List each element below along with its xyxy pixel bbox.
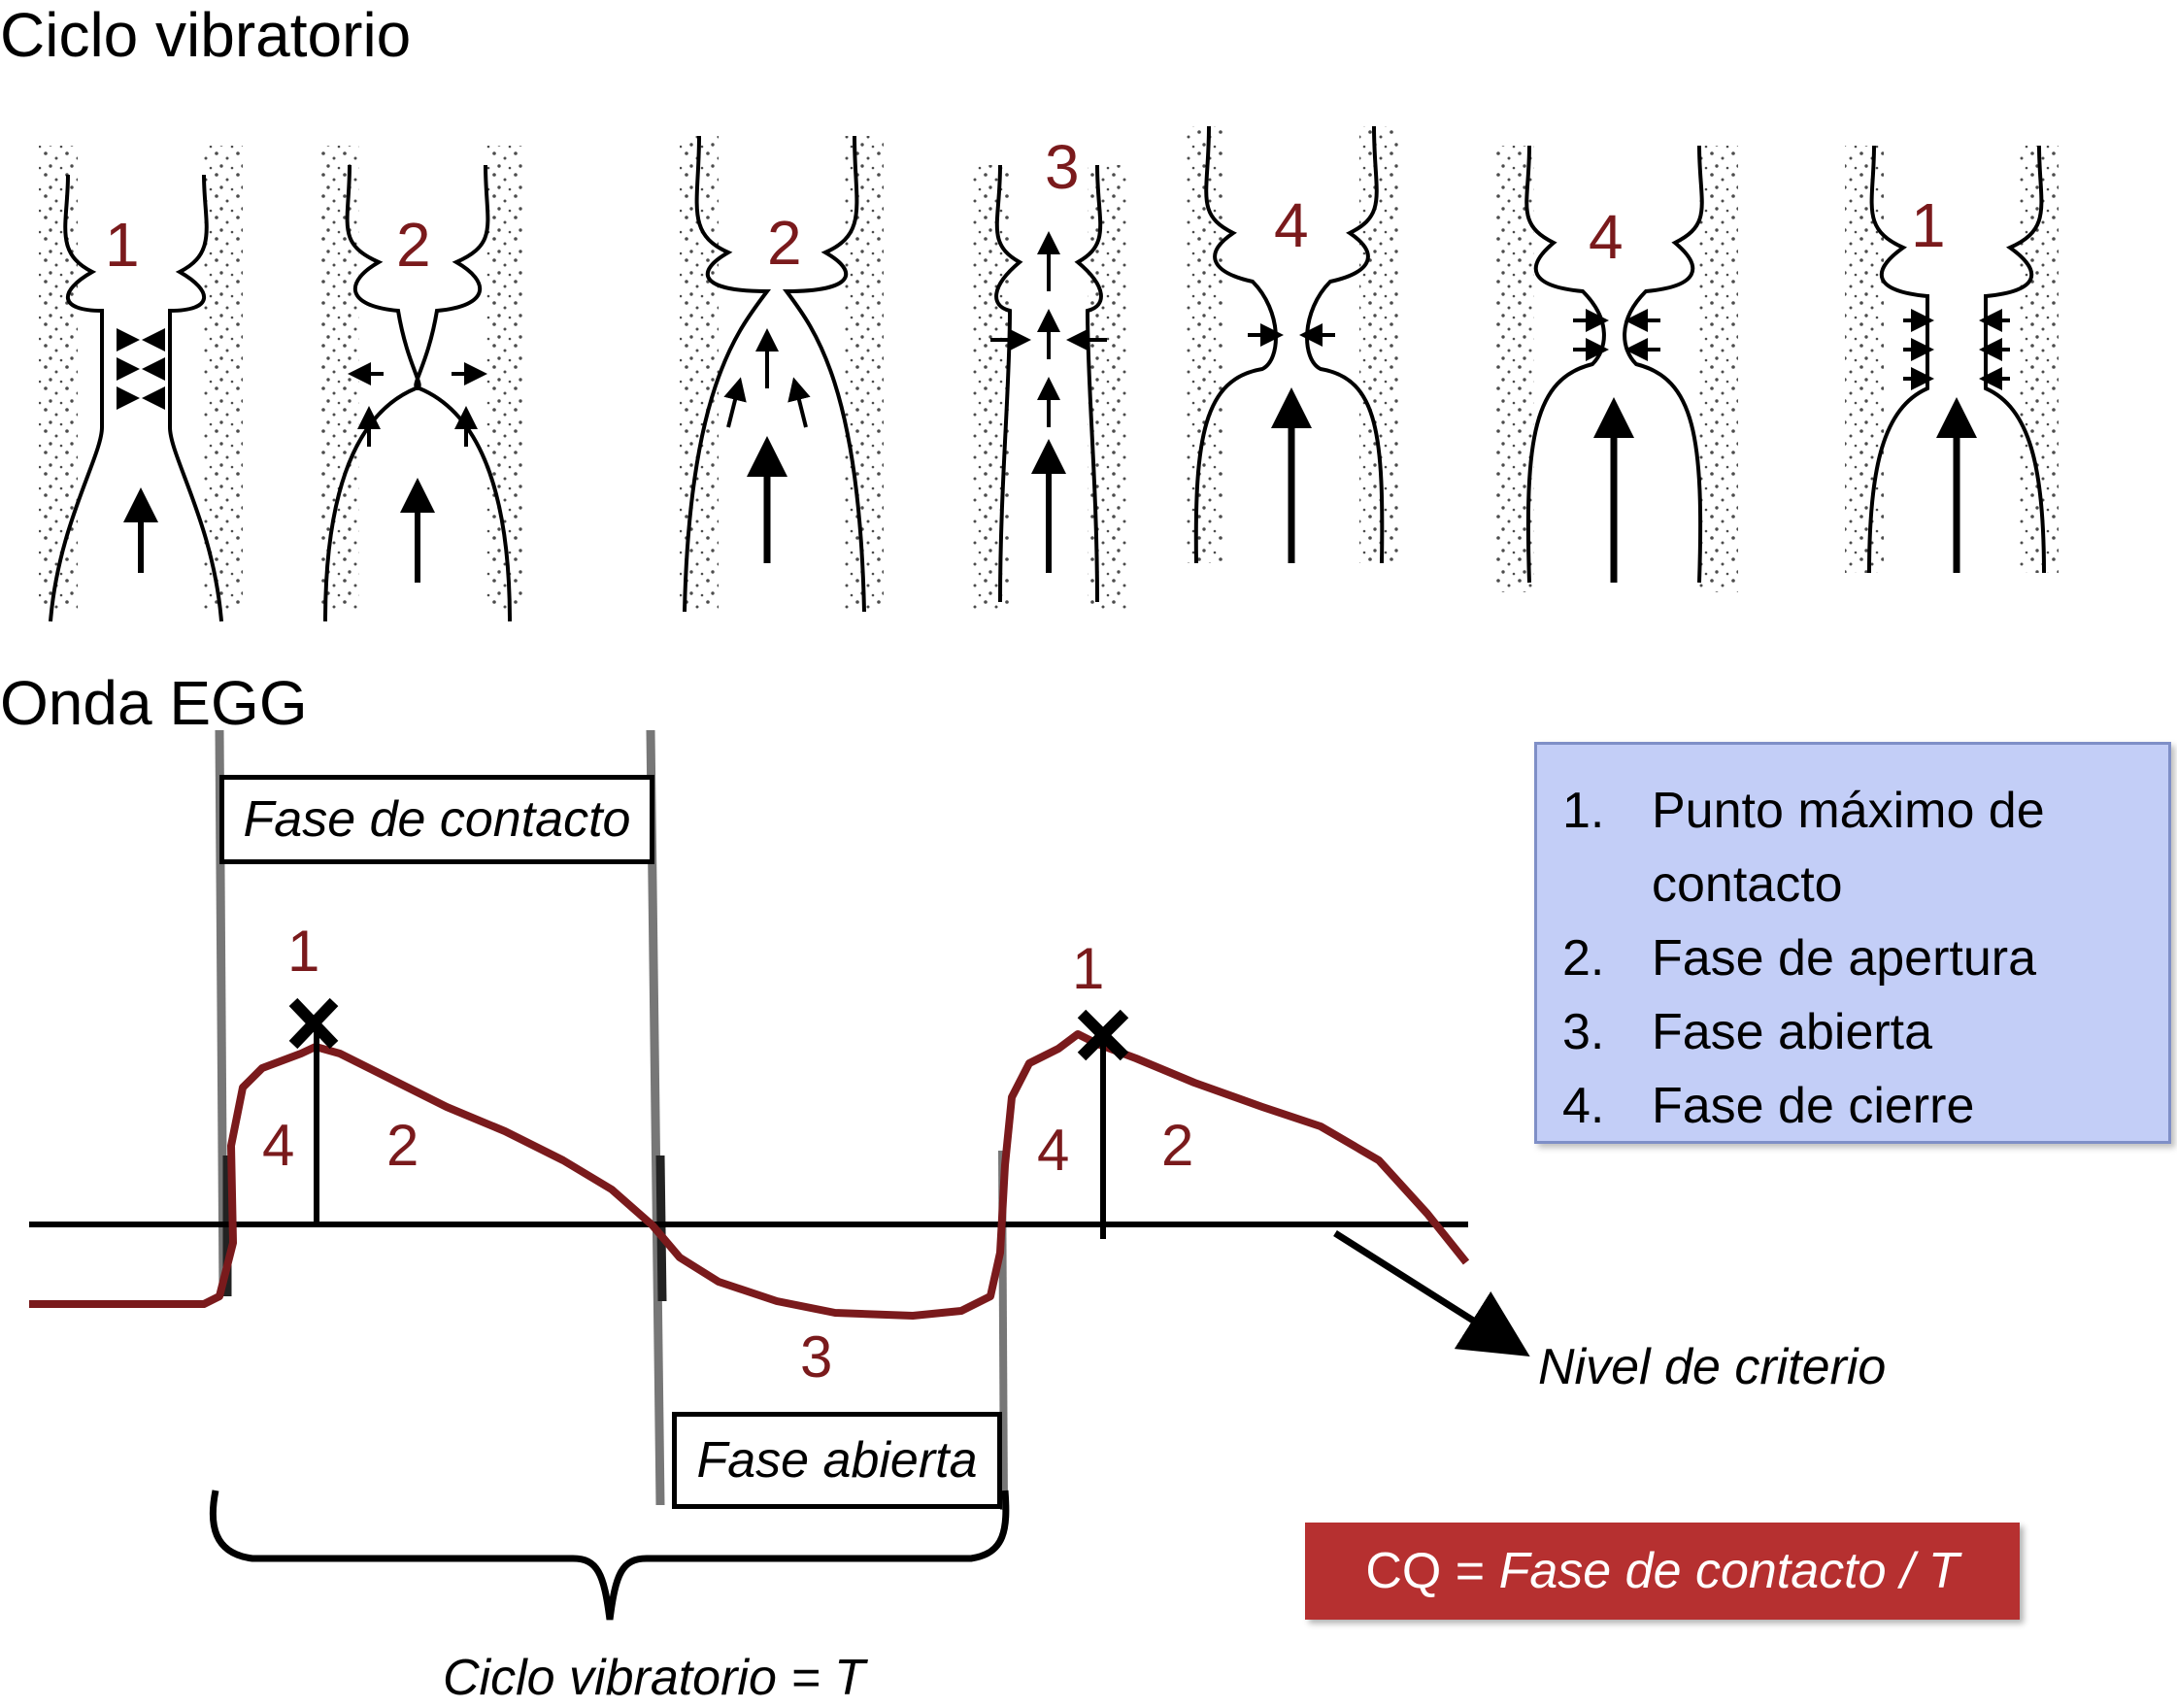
contact-phase-box: Fase de contacto xyxy=(219,775,654,864)
legend-item: 2. Fase de apertura xyxy=(1562,921,2139,995)
phase-label-3: 2 xyxy=(767,208,802,278)
cycle-brace xyxy=(209,1490,1010,1621)
wave-open-label: 3 xyxy=(800,1324,833,1390)
fold-panel-2 xyxy=(320,146,524,622)
egg-wave-title: Onda EGG xyxy=(0,668,308,738)
wave-peak-label-b: 1 xyxy=(1072,936,1105,1001)
criterion-label: Nivel de criterio xyxy=(1538,1339,1887,1395)
phase-label-2: 2 xyxy=(396,210,431,280)
legend-item-number: 2. xyxy=(1562,930,1605,987)
phase-label-7: 1 xyxy=(1911,190,1946,260)
vocal-fold-illustrations xyxy=(39,125,2059,622)
wave-closing-label-a: 4 xyxy=(262,1113,295,1178)
fold-panel-6 xyxy=(1495,145,1738,592)
phase-label-4: 3 xyxy=(1045,132,1080,202)
legend-item-text: Fase de apertura xyxy=(1652,930,2037,987)
fold-panel-1 xyxy=(39,146,243,622)
fold-panel-3 xyxy=(680,135,884,613)
legend-item: 4. Fase de cierre xyxy=(1562,1069,2139,1143)
cycle-label: Ciclo vibratorio = T xyxy=(443,1650,865,1706)
legend-item: 3. Fase abierta xyxy=(1562,995,2139,1069)
legend-item-text: Punto máximo de contacto xyxy=(1652,783,2045,913)
wave-peak-label-a: 1 xyxy=(287,919,320,984)
phase-legend: 1. Punto máximo de contacto 2. Fase de a… xyxy=(1534,742,2171,1144)
legend-item-number: 3. xyxy=(1562,1004,1605,1060)
wave-opening-label-b: 2 xyxy=(1161,1113,1194,1178)
phase-label-1: 1 xyxy=(105,210,140,280)
wave-closing-label-b: 4 xyxy=(1037,1118,1070,1183)
cq-expression: Fase de contacto / T xyxy=(1498,1543,1959,1599)
fold-panel-4 xyxy=(971,164,1126,612)
legend-item-text: Fase de cierre xyxy=(1652,1078,1975,1134)
fold-panel-5 xyxy=(1185,125,1398,564)
legend-item: 1. Punto máximo de contacto xyxy=(1562,774,2139,921)
phase-label-5: 4 xyxy=(1274,190,1309,260)
criterion-arrow xyxy=(1333,1230,1530,1356)
peak-marker-b xyxy=(1077,1009,1129,1061)
peak-marker-a xyxy=(288,997,339,1050)
legend-item-number: 4. xyxy=(1562,1078,1605,1134)
cq-prefix: CQ = xyxy=(1365,1543,1499,1599)
fold-panel-7 xyxy=(1845,145,2059,574)
egg-waveform xyxy=(29,1030,1470,1320)
phase-label-6: 4 xyxy=(1589,202,1624,272)
egg-waveform-diagram xyxy=(29,729,1530,1621)
cq-formula: CQ = Fase de contacto / T xyxy=(1305,1523,2020,1620)
legend-item-text: Fase abierta xyxy=(1652,1004,1933,1060)
wave-opening-label-a: 2 xyxy=(386,1113,419,1178)
legend-item-number: 1. xyxy=(1562,783,1605,839)
open-phase-box: Fase abierta xyxy=(672,1412,1002,1509)
vibratory-cycle-title: Ciclo vibratorio xyxy=(0,0,412,70)
